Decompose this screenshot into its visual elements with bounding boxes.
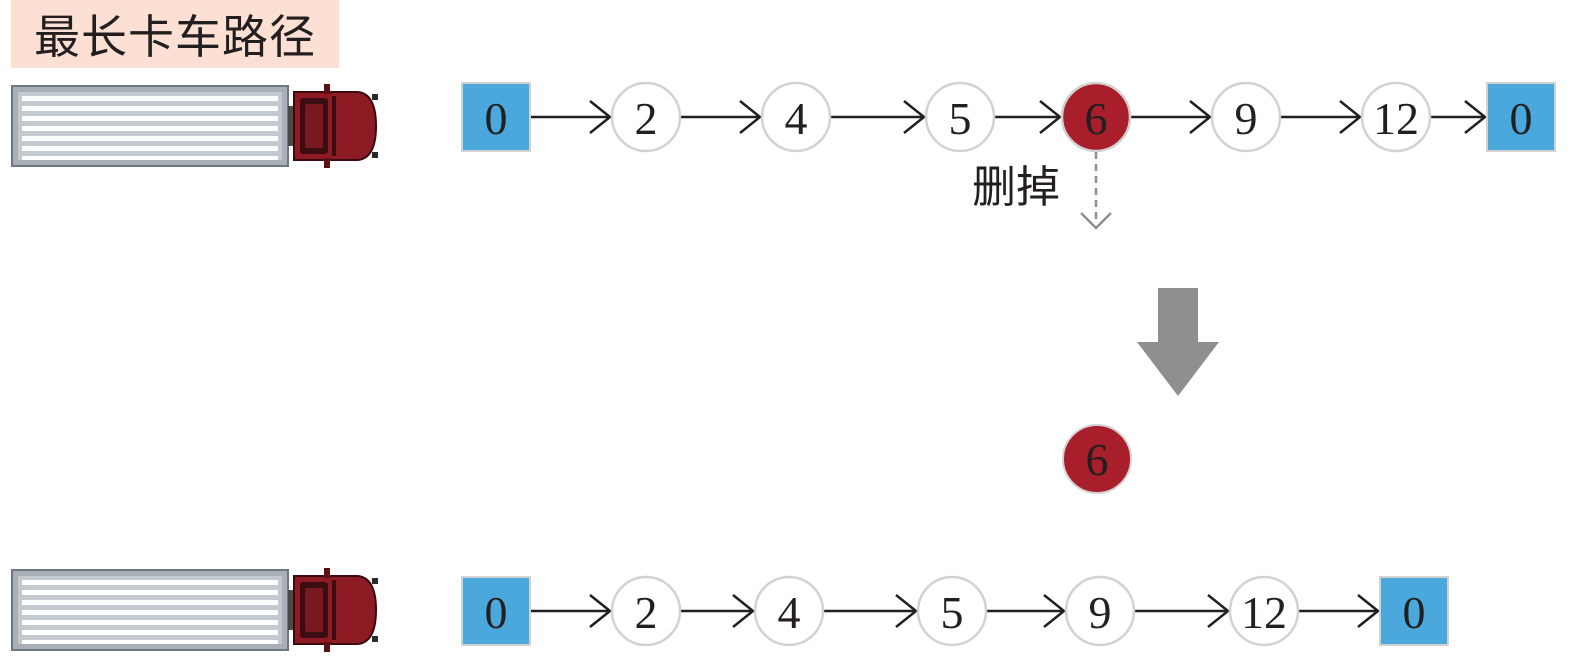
route-after-node: 2 (610, 575, 682, 647)
route-before-arrowhead (903, 100, 927, 134)
route-before-node-label: 9 (1235, 93, 1258, 144)
route-before-customer-circle (1210, 81, 1282, 153)
route-before-node: 9 (1210, 81, 1282, 153)
route-before-arrowhead (1464, 100, 1488, 134)
route-before-depot-box (1486, 82, 1556, 152)
route-before-node: 0 (461, 82, 531, 152)
route-after-node-label: 12 (1241, 587, 1287, 638)
route-after-node: 12 (1228, 575, 1300, 647)
removed-node-label: 6 (1086, 434, 1109, 485)
delete-indicator: 删掉 (972, 152, 1112, 230)
route-before-customer-circle (610, 81, 682, 153)
route-before-arrowhead (1189, 100, 1213, 134)
route-before-node-label: 0 (485, 93, 508, 144)
delete-label: 删掉 (972, 162, 1060, 213)
route-after-arrowhead (589, 594, 613, 628)
route-before-node-label: 4 (785, 93, 808, 144)
route-after-node-label: 4 (778, 587, 801, 638)
route-after-node: 0 (1379, 576, 1449, 646)
truck-icon-top (11, 83, 379, 169)
route-before-node-label: 6 (1085, 93, 1108, 144)
route-after-customer-circle (1228, 575, 1300, 647)
route-after-arrowhead (1043, 594, 1067, 628)
page-title: 最长卡车路径 (11, 0, 339, 68)
route-after-depot-box (461, 576, 531, 646)
route-after-node-label: 9 (1089, 587, 1112, 638)
route-after-customer-circle (1064, 575, 1136, 647)
route-before-arrowhead (1339, 100, 1363, 134)
route-before-node: 5 (924, 81, 996, 153)
route-before-arrowhead (589, 100, 613, 134)
route-after-customer-circle (916, 575, 988, 647)
route-after-node: 4 (753, 575, 825, 647)
route-after-node-label: 2 (635, 587, 658, 638)
route-after-node-label: 5 (941, 587, 964, 638)
route-before-node-label: 12 (1373, 93, 1419, 144)
route-after-node: 5 (916, 575, 988, 647)
route-after-node: 0 (461, 576, 531, 646)
big-down-arrow-icon (1137, 288, 1219, 396)
route-before-node: 12 (1360, 81, 1432, 153)
route-after-arrowhead (732, 594, 756, 628)
route-after-node-label: 0 (485, 587, 508, 638)
route-before-depot-box (461, 82, 531, 152)
route-after-arrowhead (1207, 594, 1231, 628)
route-before-node: 0 (1486, 82, 1556, 152)
route-before-customer-circle (760, 81, 832, 153)
truck-icon-bottom (11, 567, 379, 653)
route-before-node: 2 (610, 81, 682, 153)
route-after-node-label: 0 (1403, 587, 1426, 638)
route-after-customer-circle (753, 575, 825, 647)
route-before-customer-circle (1360, 81, 1432, 153)
route-before-arrowhead (739, 100, 763, 134)
route-before-arrowhead (1039, 100, 1063, 134)
route-after-node: 9 (1064, 575, 1136, 647)
route-before-removed-circle (1060, 81, 1132, 153)
route-after-depot-box (1379, 576, 1449, 646)
route-before-node: 6 (1060, 81, 1132, 153)
route-before: 0 2 4 5 6 9 12 0 (461, 81, 1556, 153)
route-after: 0 2 4 5 9 12 0 (461, 575, 1449, 647)
route-before-node-label: 5 (949, 93, 972, 144)
route-after-arrowhead (895, 594, 919, 628)
removed-node: 6 (1062, 424, 1132, 494)
route-before-node: 4 (760, 81, 832, 153)
route-after-arrowhead (1357, 594, 1381, 628)
delete-arrowhead (1080, 212, 1112, 230)
route-before-node-label: 0 (1510, 93, 1533, 144)
route-after-customer-circle (610, 575, 682, 647)
route-before-node-label: 2 (635, 93, 658, 144)
route-before-customer-circle (924, 81, 996, 153)
